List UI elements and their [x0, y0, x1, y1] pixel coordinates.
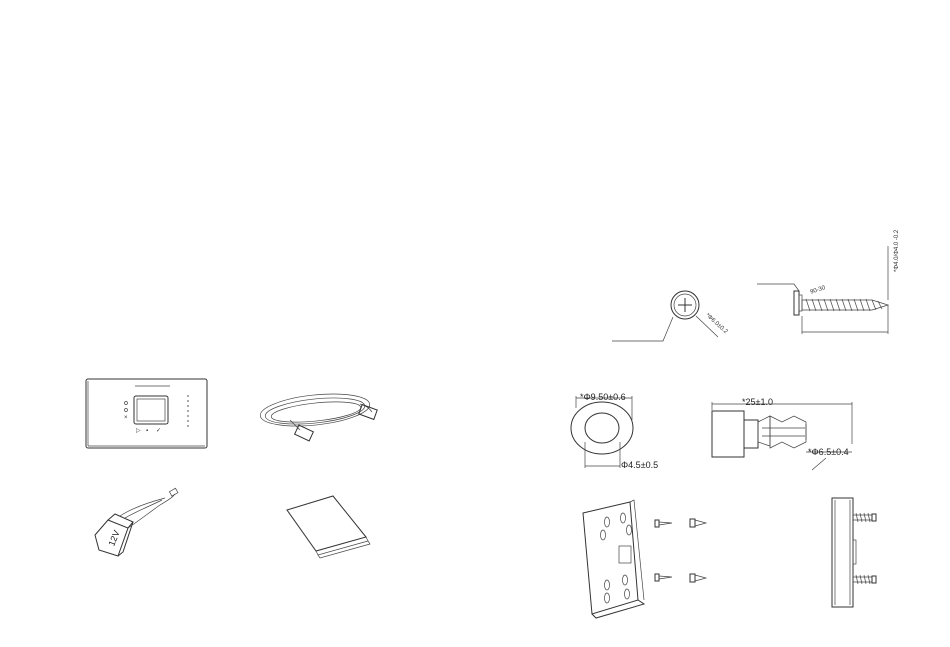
cable-illustration: [259, 389, 377, 441]
screw-head-drawing: *Φ6.0±0.2: [612, 291, 729, 341]
screws-and-anchors-illustration: [655, 519, 706, 582]
svg-text:▷: ▷: [136, 428, 141, 434]
anchor-icon: [690, 519, 706, 527]
screw-head-dimension: *Φ6.0±0.2: [704, 313, 729, 336]
back-plate-side-illustration: [832, 498, 876, 607]
screw-icon: [655, 574, 672, 581]
adapter-voltage-label: 12V: [107, 529, 122, 548]
svg-text:✓: ✓: [156, 428, 161, 434]
anchor-length-dimension: *25±1.0: [742, 397, 773, 407]
svg-text:▪: ▪: [146, 428, 148, 434]
screw-length-dimension: *Φ4.0/Φ4.0 -0.2: [894, 229, 900, 272]
screw-side-drawing: *Φ4.0/Φ4.0 -0.2 90-30: [757, 229, 900, 334]
anchor-icon: [690, 574, 706, 582]
anchor-end-drawing: *Φ9.50±0.6 Φ4.5±0.5: [571, 392, 658, 470]
anchor-outer-dimension: *Φ9.50±0.6: [580, 392, 626, 402]
screw-angle-dimension: 90-30: [810, 285, 827, 296]
manual-booklet-illustration: [287, 496, 370, 558]
svg-text:×: ×: [124, 415, 128, 421]
anchor-diameter-dimension: *Φ6.5±0.4: [808, 447, 849, 457]
anchor-side-drawing: *25±1.0 *Φ6.5±0.4: [712, 397, 852, 470]
back-plate-illustration: [583, 500, 644, 618]
power-adapter-illustration: 12V: [95, 488, 178, 556]
anchor-inner-dimension: Φ4.5±0.5: [621, 460, 658, 470]
screw-icon: [655, 520, 672, 527]
thermostat-illustration: × ▷ ▪ ✓: [86, 379, 207, 448]
